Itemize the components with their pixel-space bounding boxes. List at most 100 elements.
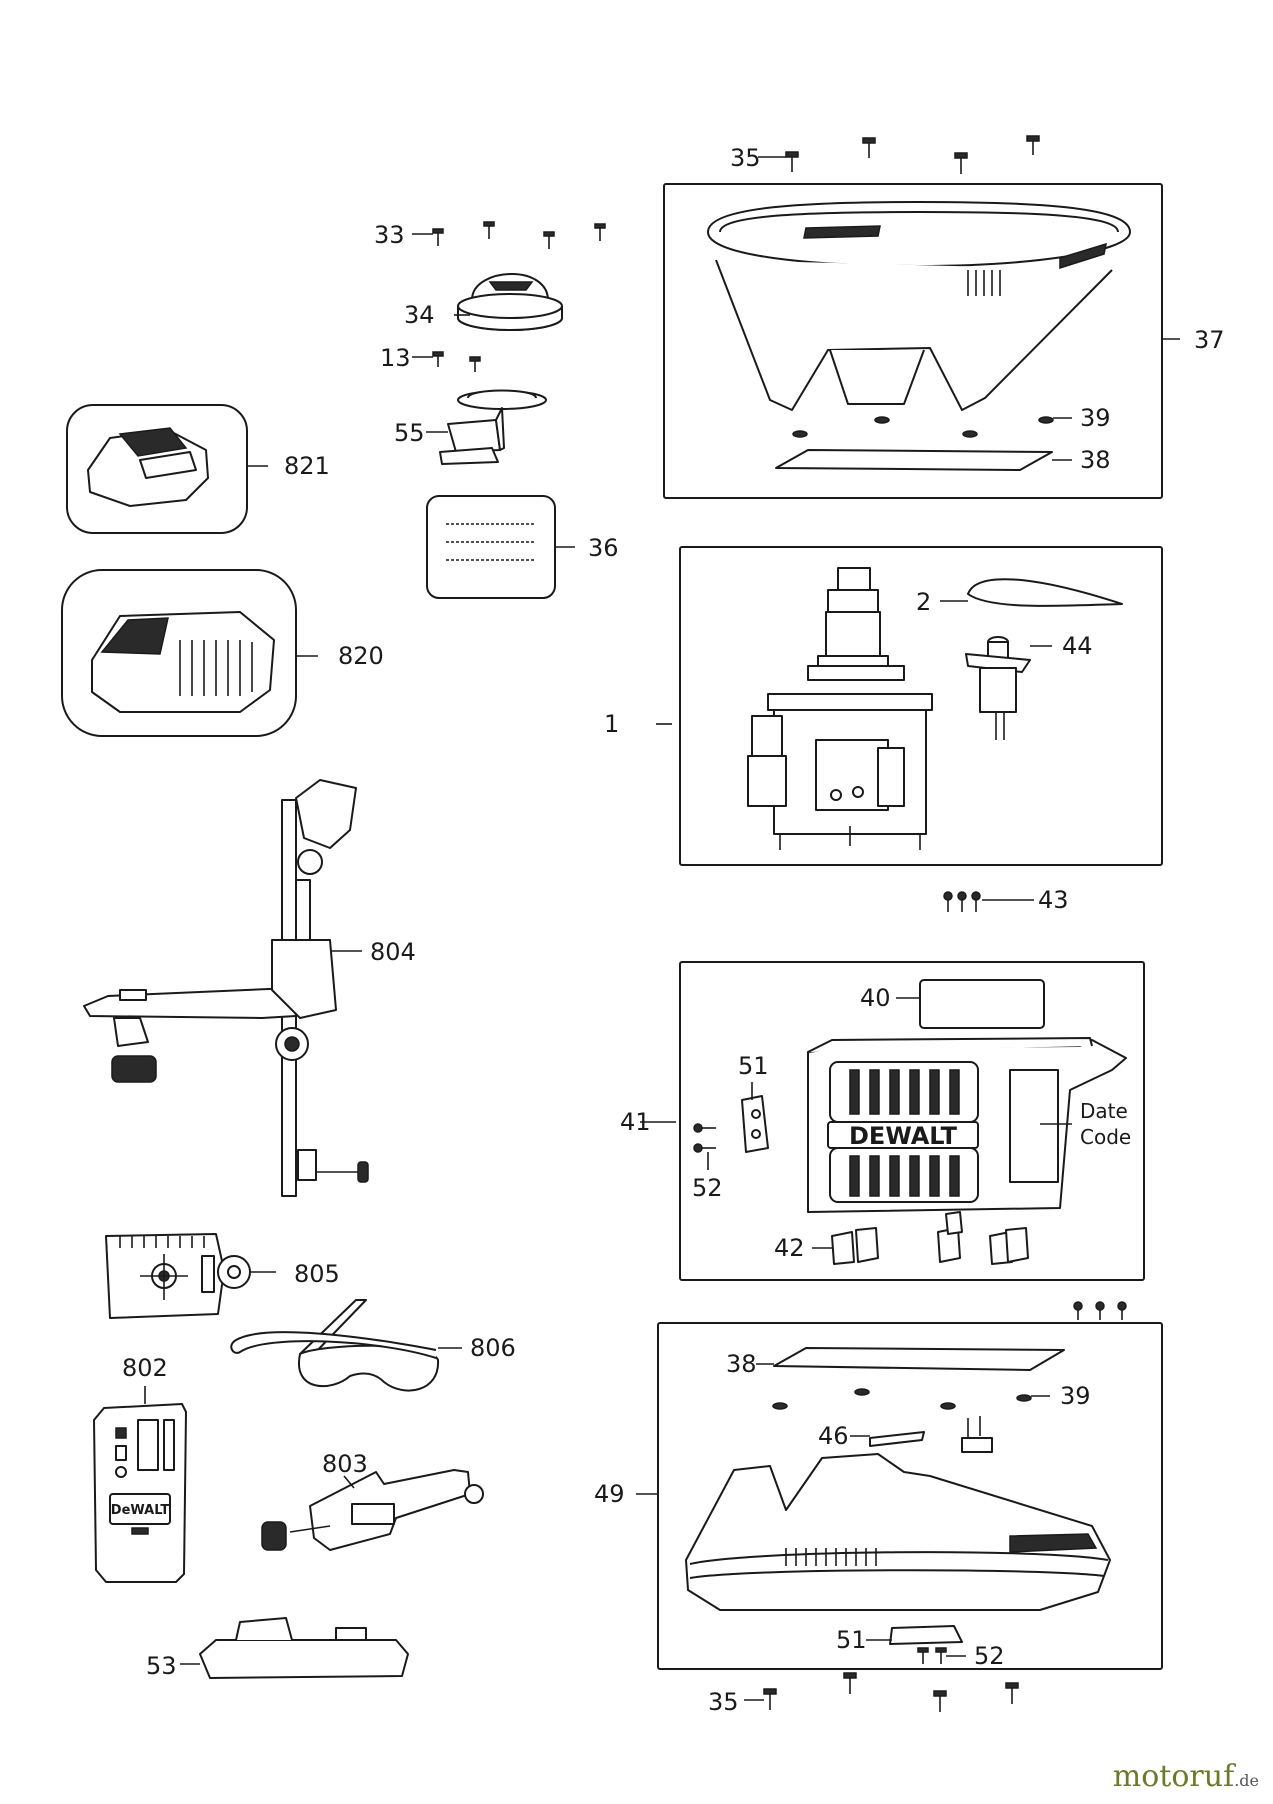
wall-mount-804 [83, 779, 369, 1197]
screw-base-top-group [1073, 1301, 1127, 1320]
callout-42: 42 [774, 1234, 805, 1262]
callout-51-bottom: 51 [836, 1626, 867, 1654]
callout-55: 55 [394, 419, 425, 447]
battery-821 [87, 427, 268, 507]
screw-52-top-group [693, 1123, 716, 1170]
rod-clamp-803 [261, 1469, 484, 1551]
screw-icon [943, 891, 953, 912]
callout-52-bottom: 52 [974, 1642, 1005, 1670]
callout-13: 13 [380, 344, 411, 372]
callout-35-bottom: 35 [708, 1688, 739, 1716]
screw-icon [693, 1143, 716, 1153]
callout-804: 804 [370, 938, 416, 966]
rotor-assembly-1 [656, 567, 933, 850]
strip-46 [850, 1431, 925, 1447]
screw-icon [1073, 1301, 1083, 1320]
screw-icon [785, 151, 799, 172]
date-code-line1: Date [1080, 1099, 1128, 1123]
callout-36: 36 [588, 534, 619, 562]
screw-icon [483, 221, 495, 239]
screw-icon [954, 152, 968, 174]
battery-821-box [66, 404, 248, 534]
screw-35-top-group [758, 135, 1040, 174]
screw-icon [1026, 135, 1040, 155]
callout-53: 53 [146, 1652, 177, 1680]
gasket-38-top [775, 449, 1072, 471]
callout-44: 44 [1062, 632, 1093, 660]
callout-1: 1 [604, 710, 619, 738]
clip-51-top [741, 1082, 769, 1153]
screw-icon [862, 137, 876, 158]
watermark: motoruf.de [1113, 1759, 1259, 1794]
screw-52-bottom-group [917, 1647, 966, 1664]
base-49 [636, 1453, 1111, 1611]
band-2 [940, 578, 1123, 607]
screw-icon [933, 1690, 947, 1712]
screw-icon [543, 231, 555, 249]
clips-42 [812, 1211, 1029, 1265]
rotor-group-box [679, 546, 1163, 866]
screw-33-group [412, 221, 606, 249]
screw-icon [693, 1123, 716, 1133]
callout-803: 803 [322, 1450, 368, 1478]
callout-39-top: 39 [1080, 404, 1111, 432]
callout-46: 46 [818, 1422, 849, 1450]
top-housing-37 [707, 201, 1180, 411]
base-group-box [657, 1322, 1163, 1670]
callout-52-top: 52 [692, 1174, 723, 1202]
screw-icon [432, 351, 444, 367]
top-housing-group-box [663, 183, 1163, 499]
callout-40: 40 [860, 984, 891, 1012]
vent-ribs [179, 640, 253, 696]
screw-35-bottom-group [744, 1672, 1019, 1712]
screw-icon [1005, 1682, 1019, 1704]
screw-13-group [412, 351, 481, 372]
screw-icon [469, 356, 481, 372]
screw-icon [1095, 1301, 1105, 1320]
laser-detector-802: DeWALT [93, 1386, 187, 1583]
target-plate-805 [105, 1233, 276, 1319]
screw-icon [935, 1647, 947, 1664]
clip-51-bottom [866, 1625, 963, 1645]
watermark-brand: motoruf [1112, 1759, 1235, 1794]
label-36-text-lines [446, 523, 575, 561]
ruler-ticks [119, 1236, 205, 1248]
bracket-55 [426, 389, 547, 465]
callout-34: 34 [404, 301, 435, 329]
label-40 [896, 979, 1045, 1029]
callout-820: 820 [338, 642, 384, 670]
sensor-bracket-base [961, 1416, 993, 1453]
screw-icon [594, 223, 606, 241]
callout-43: 43 [1038, 886, 1069, 914]
callout-38-bottom: 38 [726, 1350, 757, 1378]
base-ribs [785, 1548, 877, 1566]
callout-805: 805 [294, 1260, 340, 1288]
rubber-pads-39-bottom [772, 1388, 1050, 1410]
label-36-box [426, 495, 556, 599]
cage-grille-top [849, 1069, 960, 1115]
rubber-pads-39-top [792, 416, 1072, 438]
callout-35-top: 35 [730, 144, 761, 172]
screw-43-group [943, 891, 1034, 912]
callout-49: 49 [594, 1480, 625, 1508]
top-cap-34 [454, 273, 563, 331]
watermark-suffix: .de [1234, 1771, 1259, 1790]
charger-820-box [61, 569, 297, 737]
housing-brand-label: DEWALT [849, 1122, 958, 1150]
callout-37: 37 [1194, 326, 1225, 354]
callout-51-top: 51 [738, 1052, 769, 1080]
cage-grille-bottom [849, 1155, 960, 1197]
callout-802: 802 [122, 1354, 168, 1382]
screw-icon [917, 1647, 929, 1664]
callout-821: 821 [284, 452, 330, 480]
screw-icon [843, 1672, 857, 1694]
safety-glasses-806 [230, 1299, 462, 1392]
cage-group-box [679, 961, 1145, 1281]
screw-icon [1117, 1301, 1127, 1320]
screw-icon [957, 891, 967, 912]
charger-820 [91, 611, 318, 713]
screw-icon [971, 891, 981, 912]
screw-icon [763, 1688, 777, 1710]
vent-slots [967, 270, 1001, 296]
